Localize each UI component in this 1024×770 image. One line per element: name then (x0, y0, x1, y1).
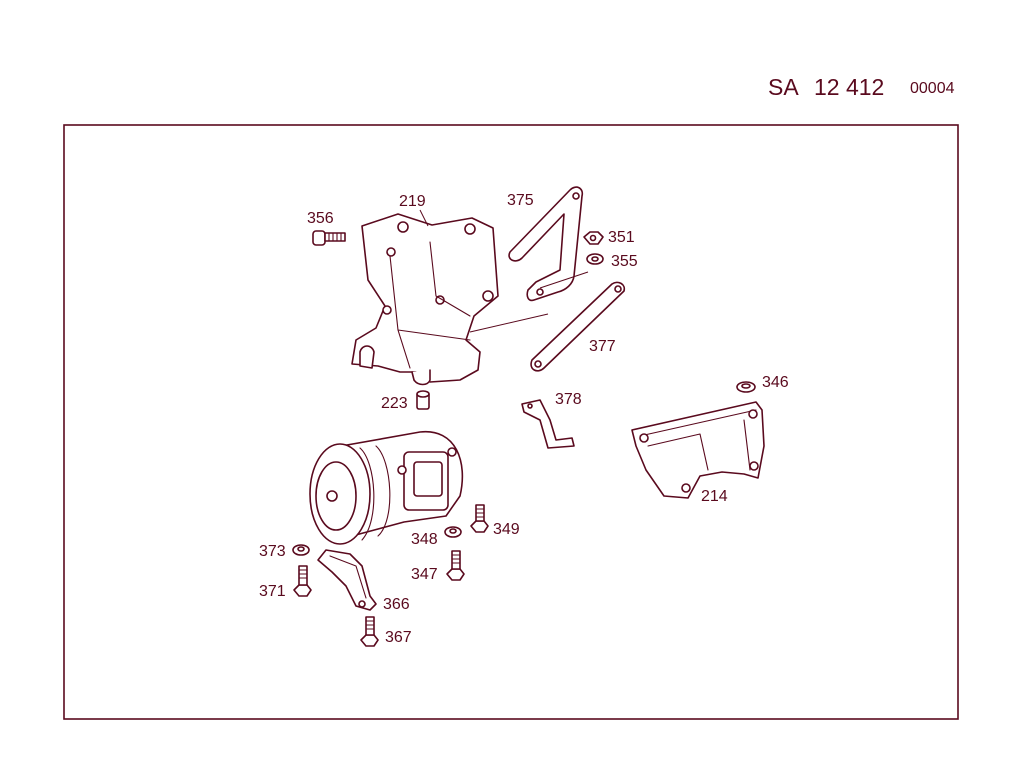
label-219: 219 (399, 193, 426, 210)
part-373-washer[interactable] (292, 544, 310, 556)
part-223-sleeve[interactable] (416, 390, 430, 410)
part-355-washer[interactable] (586, 253, 604, 265)
label-351: 351 (608, 229, 635, 246)
label-346: 346 (762, 374, 789, 391)
diagram-frame (63, 124, 959, 720)
drawing-header: SA 12 412 00004 (0, 74, 1024, 106)
part-347-bolt[interactable] (446, 550, 465, 581)
label-377: 377 (589, 338, 616, 355)
part-371-bolt[interactable] (293, 565, 312, 597)
part-367-bolt[interactable] (360, 616, 379, 647)
part-377-rod[interactable] (530, 281, 626, 372)
part-346-washer[interactable] (736, 381, 756, 393)
label-214: 214 (701, 488, 728, 505)
drawing-series-prefix: SA (768, 74, 799, 100)
part-348-washer[interactable] (444, 526, 462, 538)
drawing-sheet-number: 00004 (910, 80, 955, 97)
label-355: 355 (611, 253, 638, 270)
label-367: 367 (385, 629, 412, 646)
part-214-mount[interactable] (631, 401, 765, 499)
part-219-bracket[interactable] (351, 213, 499, 386)
label-371: 371 (259, 583, 286, 600)
label-356: 356 (307, 210, 334, 227)
label-348: 348 (411, 531, 438, 548)
label-349: 349 (493, 521, 520, 538)
leader-lines (419, 209, 589, 333)
ac-compressor[interactable] (309, 431, 464, 545)
label-378: 378 (555, 391, 582, 408)
part-349-bolt[interactable] (470, 504, 489, 533)
part-351-nut[interactable] (583, 231, 604, 245)
part-375-strut[interactable] (508, 186, 584, 302)
drawing-group-number: 12 412 (814, 74, 885, 100)
part-366-bracket[interactable] (317, 549, 377, 611)
part-378-strap[interactable] (521, 399, 575, 449)
label-375: 375 (507, 192, 534, 209)
part-356-bolt[interactable] (312, 230, 346, 246)
label-373: 373 (259, 543, 286, 560)
label-366: 366 (383, 596, 410, 613)
label-223: 223 (381, 395, 408, 412)
label-347: 347 (411, 566, 438, 583)
